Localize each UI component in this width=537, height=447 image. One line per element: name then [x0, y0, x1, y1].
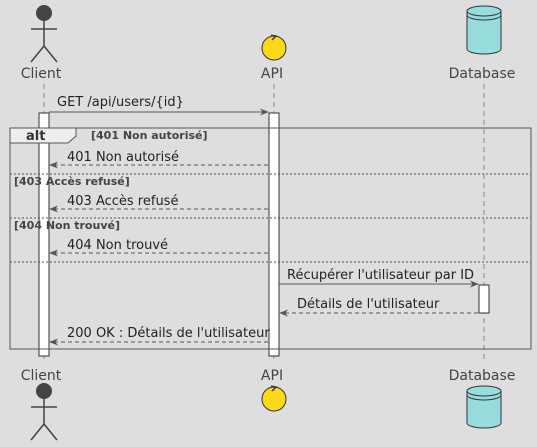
client-actor-top [30, 5, 58, 63]
control-icon [261, 35, 287, 61]
participant-database: Database [449, 66, 516, 82]
api-control-top [261, 34, 287, 61]
message-label: 404 Non trouvé [67, 238, 168, 253]
database-top [466, 5, 502, 55]
client-actor-bottom [30, 383, 58, 441]
alt-keyword: alt [26, 129, 45, 144]
control-icon [261, 386, 287, 412]
database-icon [466, 391, 502, 429]
api-control-bottom [261, 385, 287, 412]
participant-api: API [261, 368, 283, 384]
alt-tab [9, 127, 77, 144]
api-activation [268, 112, 280, 357]
message-label: 200 OK : Détails de l'utilisateur [67, 326, 270, 341]
guard-401: [401 Non autorisé] [91, 129, 208, 142]
guard-404: [404 Non trouvé] [14, 219, 120, 232]
guard-403: [403 Accès refusé] [14, 175, 130, 188]
message-label: 403 Accès refusé [67, 194, 178, 209]
message-label: GET /api/users/{id} [57, 95, 184, 110]
database-bottom [466, 385, 502, 429]
actor-icon [36, 383, 52, 399]
actor-icon [36, 5, 52, 21]
participant-api: API [261, 66, 283, 82]
alt-fragment [9, 127, 532, 350]
database-activation [478, 284, 490, 314]
database-icon [466, 11, 502, 55]
message-label: 401 Non autorisé [67, 150, 179, 165]
message-label: Détails de l'utilisateur [297, 297, 440, 312]
client-activation [38, 112, 50, 357]
participant-client: Client [21, 368, 62, 384]
participant-database: Database [449, 368, 516, 384]
participant-client: Client [21, 66, 62, 82]
message-label: Récupérer l'utilisateur par ID [287, 268, 474, 283]
